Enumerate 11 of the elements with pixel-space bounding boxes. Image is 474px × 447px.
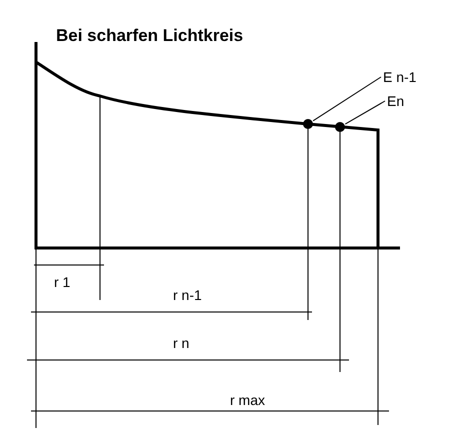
dimension-label: r 1 <box>54 274 70 290</box>
point-label: E n-1 <box>383 69 416 85</box>
leader-line <box>312 76 382 122</box>
dimension-label: r n-1 <box>173 287 202 303</box>
dimension-label: r max <box>230 392 265 408</box>
data-point-dot <box>335 122 345 132</box>
dimension-label: r n <box>173 335 190 351</box>
point-label: En <box>387 93 404 109</box>
leader-line <box>344 100 386 125</box>
data-point-dot <box>303 119 313 129</box>
chart-title: Bei scharfen Lichtkreis <box>56 26 244 46</box>
